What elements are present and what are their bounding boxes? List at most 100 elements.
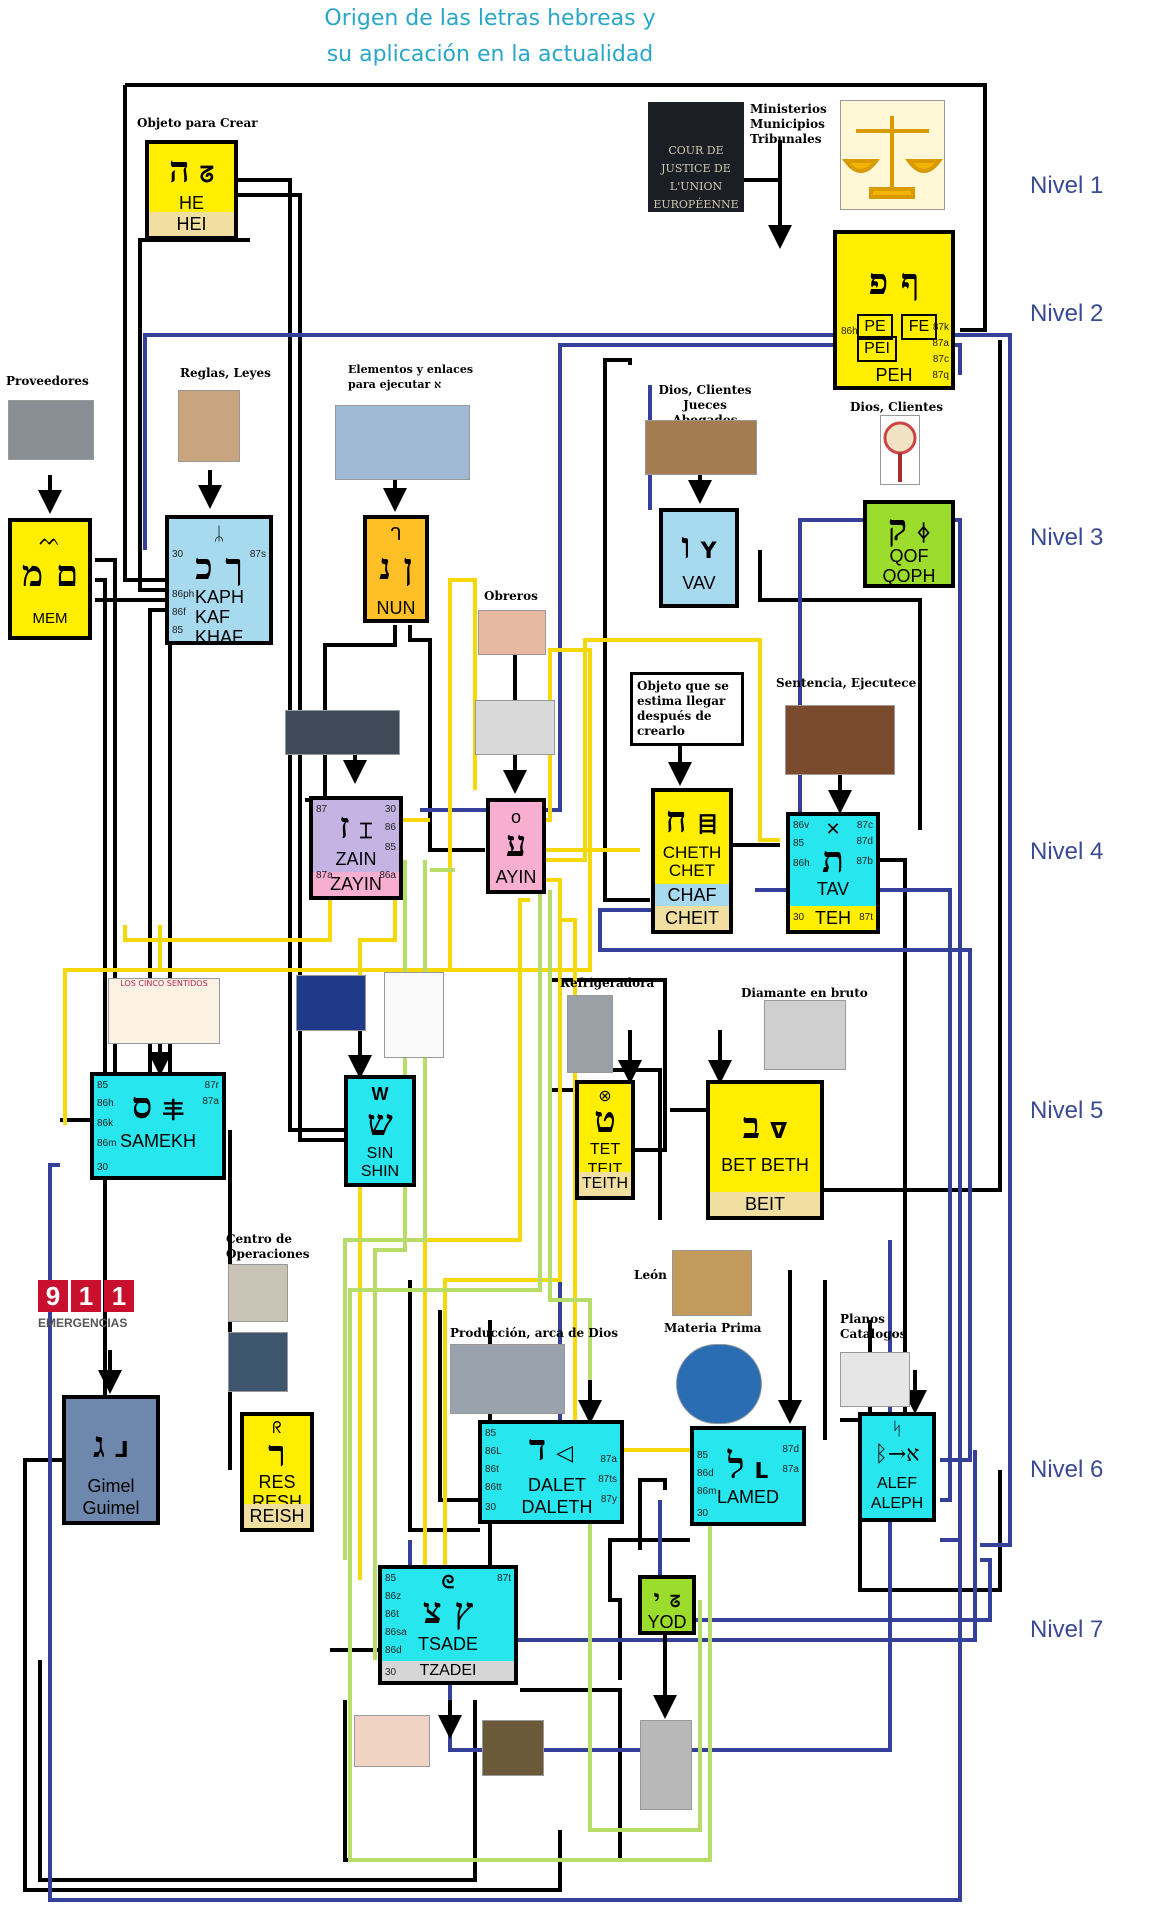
shin-name: SIN SHIN xyxy=(360,1145,400,1180)
kaph-port: 85 xyxy=(172,625,184,636)
kaph-port: 87s xyxy=(249,549,266,560)
caption-dios-clientes: Dios, Clientes xyxy=(850,400,944,414)
tsade-port: 86t xyxy=(385,1609,399,1620)
gavel-image xyxy=(785,705,895,775)
node-tsade: ᘓ ץ צ TSADE TZADEI 85 86z 86t 86sa 86d 3… xyxy=(378,1565,518,1685)
node-dalet: ד◁ DALET DALETH 85 86L 86t 86tt 30 87a 8… xyxy=(478,1420,624,1524)
dalet-port: 87y xyxy=(600,1494,617,1505)
he-glyph-icon: ᘔ xyxy=(199,163,214,188)
caption-reglas: Reglas, Leyes xyxy=(180,366,271,380)
drum-image xyxy=(880,415,920,485)
kaph-hebrew: ך כ xyxy=(195,546,243,588)
he-foot: HEI xyxy=(149,212,234,236)
qof-glyph-icon: ᛄ xyxy=(917,521,931,546)
alef-name: ALEF ALEPH xyxy=(870,1475,924,1512)
res-glyph-icon: ᖇ xyxy=(272,1420,282,1437)
lamed-port: 87a xyxy=(782,1464,799,1475)
vav-glyph-icon: Y xyxy=(700,539,717,564)
samekh-glyph-icon: 丰 xyxy=(162,1099,185,1124)
caption-diamante: Diamante en bruto xyxy=(741,986,868,1000)
peh-name-pe: PE xyxy=(857,314,893,340)
tet-glyph-icon: ⊗ xyxy=(598,1088,612,1105)
caption-planos: Planos Catalogos xyxy=(840,1312,907,1341)
emergency-label: EMERGENCIAS xyxy=(38,1316,128,1330)
dalet-port: 85 xyxy=(485,1428,497,1439)
dalet-port: 86L xyxy=(485,1446,502,1457)
dalet-name: DALET DALETH xyxy=(521,1475,593,1517)
tsade-port: 85 xyxy=(385,1573,397,1584)
yod-glyph-icon: ᘔ xyxy=(669,1592,681,1611)
tsade-port: 87t xyxy=(497,1573,511,1584)
caption-elementos: Elementos y enlaces para ejecutar א xyxy=(348,363,474,391)
node-peh: ף פ PE FE PEI PEH 86h 87k 87a 87c 87q xyxy=(833,230,955,390)
level-2-label: Nivel 2 xyxy=(1030,300,1104,327)
nun-hebrew: ן נ xyxy=(379,546,413,588)
court-of-justice-logo: COUR DE JUSTICE DE L'UNION EUROPÉENNE xyxy=(648,102,744,212)
tav-port: 85 xyxy=(793,838,805,849)
node-shin: W ש SIN SHIN xyxy=(344,1075,416,1187)
kaph-port: 86f xyxy=(172,607,186,618)
shin-hebrew: ש xyxy=(367,1102,393,1144)
lamed-port: 87d xyxy=(782,1444,799,1455)
brain-image xyxy=(296,975,366,1031)
peh-port: 87q xyxy=(932,370,949,381)
zain-port: 87 xyxy=(316,804,328,815)
scales-icon xyxy=(841,116,944,199)
alef-glyph-icon: ᛋ xyxy=(891,1419,903,1439)
cheth-glyph-icon: 目 xyxy=(696,813,719,838)
cheth-hebrew: ח xyxy=(665,799,687,841)
ayin-hebrew: ע xyxy=(505,823,527,865)
dalet-port: 87a xyxy=(600,1454,617,1465)
node-kaph: ᛦ ך כ KAPH KAF KHAF 30 87s 86ph 86f 85 xyxy=(165,515,273,645)
zain-port: 87a xyxy=(316,870,333,881)
tsade-port: 86d xyxy=(385,1645,402,1656)
tav-port: 86h xyxy=(793,858,810,869)
caption-sentencia: Sentencia, Ejecutece xyxy=(776,676,917,690)
caption-objeto-crear: Objeto para Crear xyxy=(137,116,258,130)
dalet-port: 86t xyxy=(485,1464,499,1475)
ayin-glyph-icon: o xyxy=(510,807,521,827)
tsade-port: 86sa xyxy=(385,1627,407,1638)
tsade-port: 30 xyxy=(385,1667,397,1678)
workers-hands-image xyxy=(478,610,546,655)
samekh-port: 86h xyxy=(97,1098,114,1109)
lamed-port: 30 xyxy=(697,1508,709,1519)
lion-image xyxy=(672,1250,752,1316)
nun-name: NUN xyxy=(376,598,416,618)
vav-name: VAV xyxy=(682,573,716,593)
caption-obreros: Obreros xyxy=(484,589,538,603)
level-6-label: Nivel 6 xyxy=(1030,1456,1104,1483)
alef-hebrew: ᛒ→א xyxy=(874,1442,920,1467)
gimel-name: Gimel Guimel xyxy=(82,1476,140,1518)
blueprints-image xyxy=(840,1352,910,1407)
peh-port: 86h xyxy=(841,326,858,337)
tsade-port: 86z xyxy=(385,1591,402,1602)
samekh-port: 87r xyxy=(204,1080,219,1091)
peh-hebrew: ף פ xyxy=(868,261,920,303)
five-senses-caption: LOS CINCO SENTIDOS xyxy=(120,979,208,988)
zain-port: 86 xyxy=(384,822,396,833)
node-zain: ז⌶ ZAIN ZAYIN 87 30 86 85 87a 86a xyxy=(309,796,403,900)
cheth-name: CHETH CHET xyxy=(662,843,722,880)
trash-bin-image xyxy=(640,1720,692,1810)
zain-port: 30 xyxy=(384,804,396,815)
tav-port: 87t xyxy=(859,912,873,923)
tav-name: TAV xyxy=(816,879,850,899)
kaph-port: 86ph xyxy=(172,589,195,600)
node-res: ᖇ ר RES RESH REISH xyxy=(240,1412,314,1532)
yod-hebrew: י xyxy=(653,1584,660,1613)
nervous-system-image xyxy=(384,972,444,1058)
caption-leon: León xyxy=(634,1268,667,1282)
bet-glyph-icon: ᐁ xyxy=(770,1119,788,1144)
mem-name: MEM xyxy=(32,610,68,627)
samekh-port: 30 xyxy=(97,1162,109,1173)
lamed-hebrew: ל xyxy=(727,1445,745,1487)
tsade-name: TSADE xyxy=(417,1634,478,1654)
ayin-name: AYIN xyxy=(495,867,537,887)
